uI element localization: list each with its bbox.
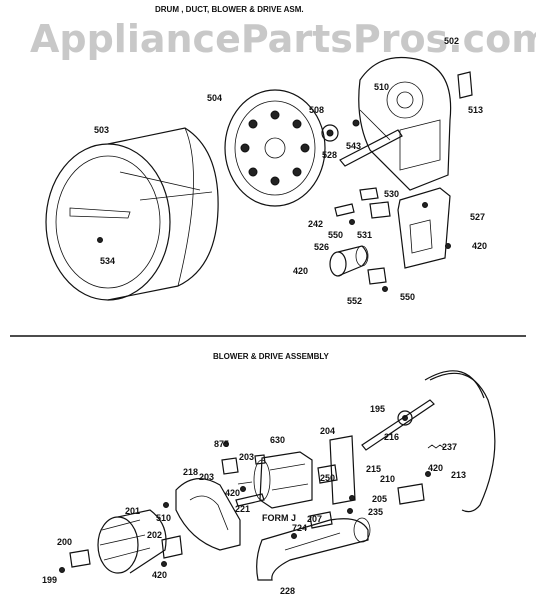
bearing-clip[interactable] [352,119,360,127]
motor-clip[interactable] [221,457,239,475]
part-label-237: 237 [442,442,457,452]
screw[interactable] [223,441,229,447]
watermark: AppliancePartsPros.com [30,17,536,61]
drum-bulkhead[interactable] [224,89,326,207]
part-label-630: 630 [270,435,285,445]
part-label-213: 213 [451,470,466,480]
part-label-242: 242 [308,219,323,229]
part-label-531: 531 [357,230,372,240]
screw[interactable] [240,486,246,492]
screw[interactable] [349,219,355,225]
part-label-195: 195 [370,404,385,414]
capacitor[interactable] [329,245,369,277]
part-label-875: 875 [214,439,229,449]
bottom-section-title: BLOWER & DRIVE ASSEMBLY [213,352,330,361]
capacitor-bracket[interactable] [367,267,387,285]
part-label-527: 527 [470,212,485,222]
thermostat[interactable] [359,187,379,201]
part-label-250: 250 [320,473,335,483]
drive-belt[interactable] [424,370,496,513]
part-label-502: 502 [444,36,459,46]
duct-screw[interactable] [291,533,297,539]
part-label-724: 724 [292,523,307,533]
screw[interactable] [445,243,451,249]
part-label-218: 218 [183,467,198,477]
support-strap[interactable] [339,129,403,167]
part-label-420: 420 [293,266,308,276]
motor-switch[interactable] [317,464,338,484]
screw[interactable] [163,502,169,508]
part-label-200: 200 [57,537,72,547]
idler-spring[interactable] [427,444,445,449]
part-label-204: 204 [320,426,335,436]
roller-assembly[interactable] [321,124,339,142]
blower-wheel[interactable] [97,509,167,574]
fuse-cover[interactable] [334,203,355,217]
part-label-420: 420 [225,488,240,498]
part-label-203: 203 [239,452,254,462]
motor-clamp[interactable] [309,511,333,529]
part-label-420: 420 [428,463,443,473]
part-label-221: 221 [235,504,250,514]
part-label-202: 202 [147,530,162,540]
part-label-201: 201 [125,506,140,516]
part-label-552: 552 [347,296,362,306]
screw[interactable] [425,471,431,477]
top-section-title: DRUM , DUCT, BLOWER & DRIVE ASM. [155,5,304,14]
part-label-205: 205 [372,494,387,504]
screw[interactable] [349,495,355,501]
idler-arm[interactable] [361,399,435,451]
thermal-fuse[interactable] [369,201,391,219]
blower-housing[interactable] [175,478,241,551]
idler-bracket[interactable] [397,483,425,505]
motor-mount-bracket[interactable] [329,435,356,505]
part-label-504: 504 [207,93,222,103]
blower-shaft[interactable] [235,493,265,507]
part-label-543: 543 [346,141,361,151]
part-label-534: 534 [100,256,115,266]
part-label-203: 203 [199,472,214,482]
part-label-550: 550 [400,292,415,302]
part-label-550: 550 [328,230,343,240]
part-label-510: 510 [374,82,389,92]
screw[interactable] [59,567,65,573]
rear-duct[interactable] [358,56,452,191]
screw[interactable] [347,508,353,514]
part-label-510: 510 [156,513,171,523]
screw[interactable] [382,286,388,292]
form-j-label: FORM J [262,513,296,523]
part-label-235: 235 [368,507,383,517]
exhaust-duct[interactable] [256,517,371,581]
part-label-526: 526 [314,242,329,252]
blower-clip[interactable] [161,535,183,559]
part-label-215: 215 [366,464,381,474]
part-label-207: 207 [307,514,322,524]
drive-motor[interactable] [237,451,313,509]
part-label-420: 420 [472,241,487,251]
part-label-420: 420 [152,570,167,580]
blower-nut[interactable] [69,549,91,568]
motor-clip[interactable] [254,454,266,465]
part-label-528: 528 [322,150,337,160]
screw[interactable] [161,561,167,567]
heater-housing[interactable] [397,187,451,269]
part-label-210: 210 [380,474,395,484]
duct-bracket[interactable] [457,71,473,99]
part-label-228: 228 [280,586,295,596]
part-label-216: 216 [384,432,399,442]
drum[interactable] [45,127,219,301]
drum-screw[interactable] [97,237,103,243]
part-label-530: 530 [384,189,399,199]
part-label-508: 508 [309,105,324,115]
part-label-199: 199 [42,575,57,585]
part-label-513: 513 [468,105,483,115]
part-label-503: 503 [94,125,109,135]
